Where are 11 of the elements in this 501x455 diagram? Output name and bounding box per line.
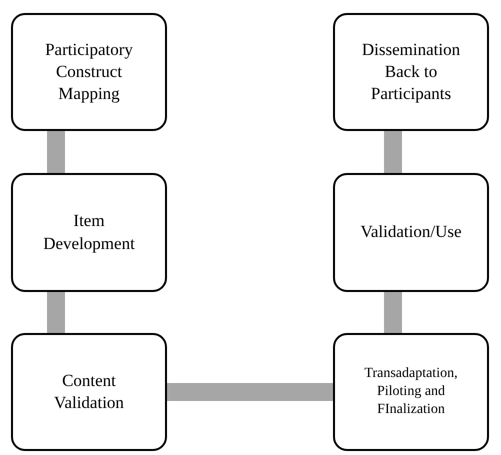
connector-bar (167, 383, 333, 401)
connector-bar (384, 292, 402, 333)
process-box: Participatory Construct Mapping (11, 13, 167, 131)
process-box: Transadaptation, Piloting and FInalization (333, 333, 489, 451)
process-box: Item Development (11, 173, 167, 292)
connector-bar (384, 131, 402, 173)
connector-bar (47, 131, 65, 173)
connector-bar (47, 292, 65, 333)
process-box: Dissemination Back to Participants (333, 13, 489, 131)
process-box: Validation/Use (333, 173, 489, 292)
process-box: Content Validation (11, 333, 167, 451)
